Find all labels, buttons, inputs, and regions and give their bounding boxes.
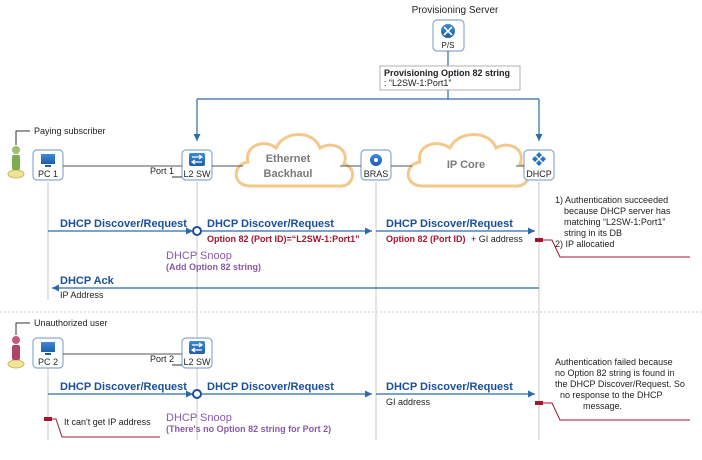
f1-note-line3: matching “L2SW-1:Port1” — [564, 217, 665, 227]
f2-note-line4: no response to the DHCP — [560, 390, 663, 400]
pc2-node: PC 2 — [32, 337, 64, 369]
f1-seg2-label: DHCP Discover/Request — [207, 218, 334, 230]
option82-title: Provisioning Option 82 string — [384, 68, 510, 78]
l2sw2-label: L2 SW — [183, 357, 211, 367]
f1-note-line4: string in its DB — [564, 228, 622, 238]
switch-arrows-icon — [190, 154, 204, 165]
f1-seg1-label: DHCP Discover/Request — [60, 218, 187, 230]
l2sw1-label: L2 SW — [183, 169, 211, 179]
port2-label: Port 2 — [150, 354, 174, 364]
switch2-arrows-icon — [190, 342, 204, 353]
pc1-label: PC 1 — [38, 169, 58, 179]
f2-seg1-label: DHCP Discover/Request — [60, 381, 187, 393]
option82-box — [379, 65, 521, 91]
paying-subscriber-icon — [7, 146, 25, 179]
f1-ack-label: DHCP Ack — [60, 275, 115, 287]
no-ip-marker — [44, 417, 52, 421]
provisioning-server-icon: P/S — [432, 19, 465, 52]
dhcp-node: DHCP — [523, 149, 555, 181]
l2sw1-node: L2 SW — [181, 149, 213, 181]
f1-seg3-label: DHCP Discover/Request — [386, 218, 513, 230]
f1-note-line5: 2) IP allocatied — [555, 239, 614, 249]
bras-label: BRAS — [364, 169, 389, 179]
f2-note-line3: the DHCP Discover/Request. So — [555, 379, 685, 389]
server-title: Provisioning Server — [412, 5, 499, 16]
pc2-icon — [41, 342, 55, 352]
f1-seg3-option: Option 82 (Port ID) + GI address — [386, 234, 523, 244]
f2-note-line5: message. — [583, 401, 622, 411]
f2-note-line2: no Option 82 string is found in — [555, 368, 675, 378]
server-icon-label: P/S — [442, 41, 455, 50]
pc1-node: PC 1 — [32, 149, 64, 181]
f2-note-line1: Authentication failed because — [555, 357, 673, 367]
f2-note: Authentication failed because no Option … — [555, 357, 687, 411]
ethernet-backhaul-cloud: Ethernet Backhaul — [234, 133, 354, 188]
f1-ip-label: IP Address — [60, 290, 104, 300]
f1-snoop-label: DHCP Snoop — [166, 250, 232, 262]
snoop-point-2 — [192, 389, 202, 399]
f2-noip-label: It can't get IP address — [64, 417, 151, 427]
f1-snoop-sub: (Add Option 82 string) — [166, 262, 261, 272]
l2sw2-node: L2 SW — [181, 337, 213, 369]
ethernet-label-2: Backhaul — [264, 168, 313, 180]
paying-subscriber-label: Paying subscriber — [34, 126, 106, 136]
auth-success-marker — [535, 238, 543, 242]
f1-note-line2: because DHCP server has — [564, 206, 671, 216]
ipcore-label: IP Core — [447, 159, 485, 171]
f1-note-line1: 1) Authentication succeeded — [555, 195, 668, 205]
f1-note: 1) Authentication succeeded because DHCP… — [555, 195, 673, 249]
pc1-icon — [41, 154, 55, 164]
f2-gi-label: GI address — [386, 397, 431, 407]
f2-seg3-label: DHCP Discover/Request — [386, 381, 513, 393]
f1-seg3-option-name: Option 82 (Port ID) — [386, 234, 466, 244]
f1-seg2-option: Option 82 (Port ID)=“L2SW-1:Port1” — [207, 234, 360, 244]
option82-value: : “L2SW-1:Port1” — [384, 78, 451, 88]
unauthorized-user-label: Unauthorized user — [34, 318, 108, 328]
f2-snoop-label: DHCP Snoop — [166, 412, 232, 424]
snoop-point-1 — [192, 226, 202, 236]
ip-core-cloud: IP Core — [406, 133, 530, 188]
ethernet-label-1: Ethernet — [266, 153, 311, 165]
bras-node: BRAS — [360, 149, 392, 181]
pc2-label: PC 2 — [38, 357, 58, 367]
f2-seg2-label: DHCP Discover/Request — [207, 381, 334, 393]
dhcp-diamonds-icon — [532, 152, 546, 166]
unauthorized-user-icon — [7, 336, 25, 369]
port1-label: Port 1 — [150, 166, 174, 176]
dhcp-label: DHCP — [526, 169, 552, 179]
auth-fail-marker — [535, 401, 543, 405]
f1-seg3-gi: + GI address — [471, 234, 523, 244]
f2-snoop-sub: (There's no Option 82 string for Port 2) — [166, 424, 331, 434]
